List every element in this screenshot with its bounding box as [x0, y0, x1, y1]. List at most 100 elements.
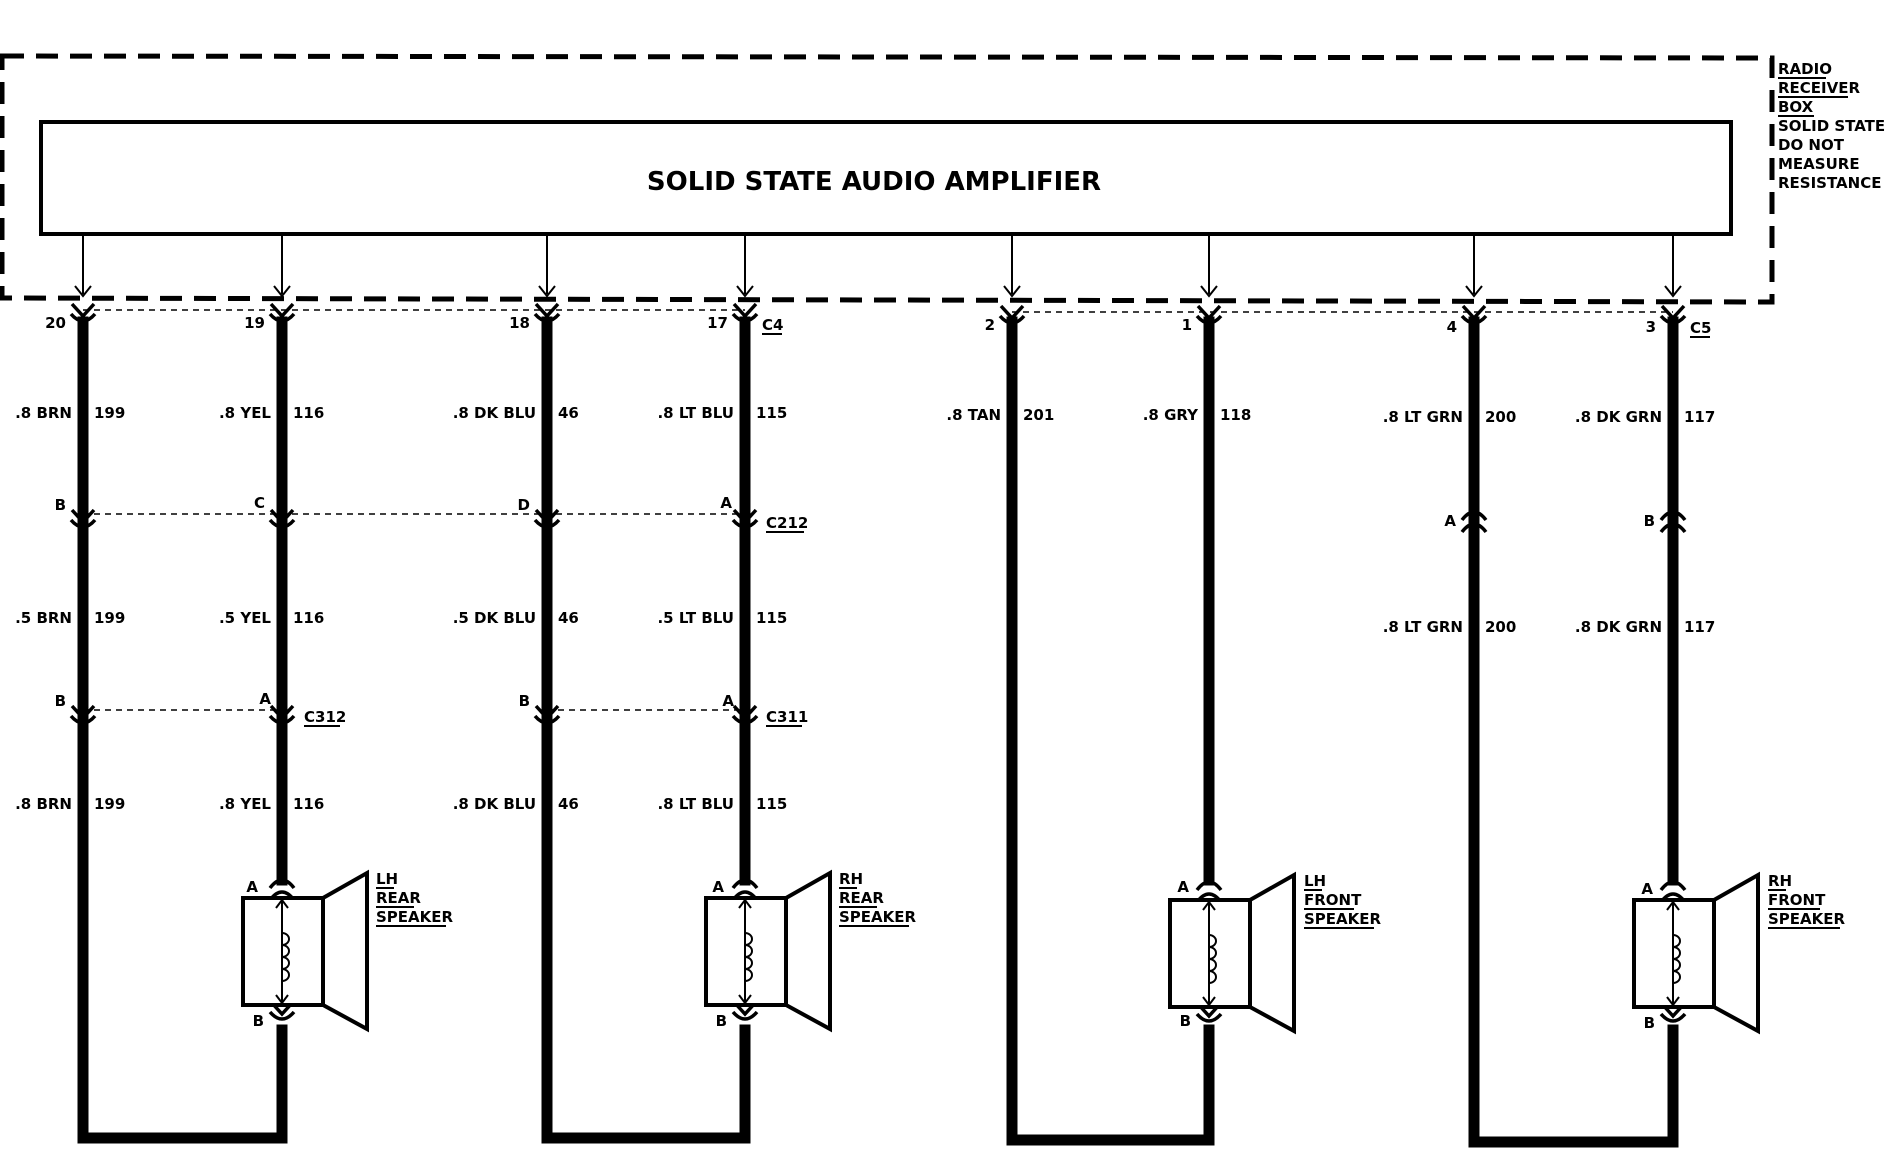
cavity-label: A: [722, 692, 734, 710]
circuit-number-label: 46: [558, 404, 579, 422]
pin-label-c3: 18: [509, 314, 530, 332]
connector-top-cavity: [1460, 304, 1488, 325]
wires: [77, 316, 1679, 1148]
speaker-label-line-2: REAR: [376, 889, 421, 907]
circuit-number-label: 116: [293, 609, 324, 627]
cavity-labels-row-2: B C D A A B: [55, 494, 1655, 530]
receiver-box-note: RADIO RECEIVER BOX SOLID STATE DO NOT ME…: [1778, 60, 1885, 192]
pin-label-c5: 2: [985, 316, 995, 334]
connector-top-cavity: [731, 302, 759, 323]
note-line-1: RADIO: [1778, 60, 1832, 78]
circuit-number-label: 117: [1684, 618, 1715, 636]
circuit-number-label: 115: [756, 609, 787, 627]
wire-color-label: .8 DK GRN: [1575, 408, 1662, 426]
circuit-number-label: 199: [94, 609, 125, 627]
connector-mid-cavity: [69, 508, 97, 529]
cavity-labels-row-3: B A B A: [55, 690, 735, 710]
cavity-label: D: [518, 496, 530, 514]
cavity-label: B: [55, 496, 66, 514]
speaker-label-line-2: FRONT: [1304, 891, 1362, 909]
connector-low-cavity: [69, 704, 97, 725]
circuit-number-label: 117: [1684, 408, 1715, 426]
cavity-label: C: [254, 494, 265, 512]
pin-label-c8: 3: [1646, 318, 1656, 336]
wire-color-label: .8 BRN: [15, 404, 72, 422]
speaker-label-line-1: LH: [1304, 872, 1326, 890]
note-line-2: RECEIVER: [1778, 79, 1860, 97]
pin-labels: 20 19 18 17 2 1 4 3: [45, 314, 1656, 336]
cavity-label: B: [1644, 512, 1655, 530]
connector-mid-cavity: [533, 508, 561, 529]
wire-color-label: .8 LT GRN: [1383, 618, 1463, 636]
speaker-terminal-b: B: [1180, 1012, 1191, 1030]
wire-color-label: .5 YEL: [219, 609, 271, 627]
speaker-terminal-b: B: [253, 1012, 264, 1030]
connector-c5-label: C5: [1690, 319, 1711, 337]
pin-label-c1: 20: [45, 314, 66, 332]
speaker-lh-front: A B LH FRONT SPEAKER: [1168, 871, 1382, 1035]
connector-c212-label: C212: [766, 514, 808, 532]
connector-mid-cavity: [1659, 510, 1687, 534]
wire-color-label: .8 YEL: [219, 795, 271, 813]
wire-labels-segment-1: .8 BRN 199 .8 YEL 116 .8 DK BLU 46 .8 LT…: [15, 404, 1715, 426]
speaker-label-line-1: RH: [1768, 872, 1792, 890]
wire-color-label: .8 TAN: [946, 406, 1001, 424]
circuit-number-label: 46: [558, 795, 579, 813]
cavity-label: A: [720, 494, 732, 512]
note-line-4: SOLID STATE: [1778, 117, 1885, 135]
connector-top-cavity: [533, 302, 561, 323]
wire-color-label: .8 DK BLU: [453, 795, 536, 813]
speaker-label-line-3: SPEAKER: [1768, 910, 1846, 928]
circuit-number-label: 46: [558, 609, 579, 627]
amplifier-title: SOLID STATE AUDIO AMPLIFIER: [647, 167, 1101, 197]
connector-mid-cavity: [268, 508, 296, 529]
amplifier-outputs: [74, 234, 1682, 298]
receiver-box-outline: [0, 53, 1775, 305]
wire-labels-segment-3: .8 BRN 199 .8 YEL 116 .8 DK BLU 46 .8 LT…: [15, 795, 787, 813]
speaker-label-line-1: LH: [376, 870, 398, 888]
wire-color-label: .8 BRN: [15, 795, 72, 813]
pin-label-c4: 17: [707, 314, 728, 332]
circuit-number-label: 199: [94, 795, 125, 813]
connector-top-cavity: [268, 302, 296, 323]
wire-color-label: .8 DK GRN: [1575, 618, 1662, 636]
speaker-rh-rear: A B RH REAR SPEAKER: [704, 869, 917, 1033]
connector-mid-cavity: [731, 508, 759, 529]
connector-low-cavity: [533, 704, 561, 725]
pin-label-c6: 1: [1182, 316, 1192, 334]
connector-symbols: [69, 302, 1687, 1023]
note-line-5: DO NOT: [1778, 136, 1845, 154]
connector-dashes: [83, 309, 1673, 711]
wire-color-label: .5 DK BLU: [453, 609, 536, 627]
speaker-lh-rear: A B LH REAR SPEAKER: [241, 869, 454, 1033]
speaker-label-line-3: SPEAKER: [839, 908, 917, 926]
note-line-3: BOX: [1778, 98, 1814, 116]
circuit-number-label: 118: [1220, 406, 1251, 424]
connector-mid-cavity: [1460, 510, 1488, 534]
cavity-label: B: [55, 692, 66, 710]
circuit-number-label: 200: [1485, 408, 1516, 426]
connector-top-cavity: [1659, 304, 1687, 325]
speaker-label-line-1: RH: [839, 870, 863, 888]
connector-top-cavity: [1195, 304, 1223, 325]
cavity-label: A: [259, 690, 271, 708]
connector-c312-label: C312: [304, 708, 346, 726]
speaker-terminal-a: A: [1641, 880, 1653, 898]
note-line-6: MEASURE: [1778, 155, 1860, 173]
wire-color-label: .8 DK BLU: [453, 404, 536, 422]
wire-color-label: .8 YEL: [219, 404, 271, 422]
cavity-label: A: [1444, 512, 1456, 530]
wire-color-label: .5 BRN: [15, 609, 72, 627]
wire-color-label: .8 GRY: [1143, 406, 1199, 424]
amplifier-box: [39, 120, 1733, 236]
speaker-label-line-3: SPEAKER: [1304, 910, 1382, 928]
circuit-number-label: 116: [293, 795, 324, 813]
cavity-label: B: [519, 692, 530, 710]
speaker-terminal-a: A: [1177, 878, 1189, 896]
connector-c311-label: C311: [766, 708, 808, 726]
wire-color-label: .8 LT GRN: [1383, 408, 1463, 426]
speaker-rh-front: A B RH FRONT SPEAKER: [1632, 871, 1846, 1035]
note-line-7: RESISTANCE: [1778, 174, 1881, 192]
circuit-number-label: 201: [1023, 406, 1054, 424]
